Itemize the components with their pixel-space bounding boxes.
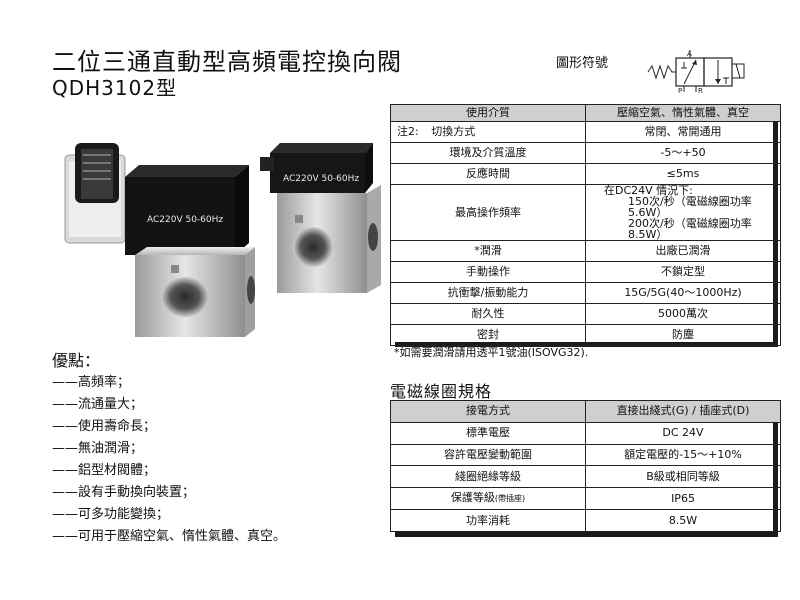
table-key-cell: 功率消耗 — [390, 509, 586, 532]
table-row: 反應時間 ≤5ms — [390, 163, 781, 185]
valve-symbol-diagram: A P R — [647, 50, 745, 94]
left-valve-image: AC220V 50-60Hz — [64, 143, 255, 337]
table-key-cell: 容許電壓變動範圍 — [390, 443, 586, 467]
table-value-cell: 出廠已潤滑 — [585, 240, 781, 262]
freq-line: 200次/秒（電磁線圈功率 8.5W） — [628, 217, 752, 241]
freq-line: 在DC24V 情況下: — [604, 184, 693, 197]
port-r-label: R — [698, 87, 703, 94]
table-key-cell: 保護等級(帶插座) — [390, 487, 586, 511]
table-row: 保護等級(帶插座) IP65 — [390, 487, 781, 511]
table-row: 最高操作頻率 在DC24V 情況下: 150次/秒（電磁線圈功率 5.6W） 2… — [390, 184, 781, 241]
coil-section-title: 電磁線圈規格 — [390, 382, 493, 401]
port-a-label: A — [687, 50, 692, 58]
coil-spec-table: 接電方式 直接出綫式(G) / 插座式(D) 標準電壓 DC 24V 容許電壓變… — [390, 400, 781, 532]
symbol-label: 圖形符號 — [556, 56, 609, 71]
right-valve-image: AC220V 50-60Hz — [260, 143, 381, 293]
table-key-cell: 耐久性 — [390, 303, 586, 325]
table-value-cell: ≤5ms — [585, 163, 781, 185]
model-number: QDH3102型 — [52, 76, 178, 100]
list-item: ——使用壽命長； — [52, 419, 157, 434]
table-row: 耐久性 5000萬次 — [390, 303, 781, 325]
table-key-cell: 抗衝擊/振動能力 — [390, 282, 586, 304]
left-valve-label: AC220V 50-60Hz — [147, 215, 223, 225]
list-item: ——流通量大； — [52, 397, 144, 412]
table-row: 環境及介質溫度 -5～+50 — [390, 142, 781, 164]
table-key-cell: 環境及介質溫度 — [390, 142, 586, 164]
note-marker: 注2: — [397, 125, 419, 138]
table-value-cell: 額定電壓的-15～+10% — [585, 443, 781, 467]
table-key-cell: 手動操作 — [390, 261, 586, 283]
table-header-cell: 壓縮空氣、惰性氣體、真空 — [585, 104, 781, 122]
table-row: 綫圈絕緣等級 B級或相同等級 — [390, 465, 781, 489]
page-title: 二位三通直動型高頻電控換向閥 — [52, 48, 402, 76]
table-row: 抗衝擊/振動能力 15G/5G(40～1000Hz) — [390, 282, 781, 304]
list-item: ——設有手動換向裝置； — [52, 485, 196, 500]
table-value-cell: 不鎖定型 — [585, 261, 781, 283]
list-item: ——可用于壓縮空氣、惰性氣體、真空。 — [52, 529, 287, 544]
table-key-label: 切換方式 — [431, 125, 476, 138]
table-row: 容許電壓變動範圍 額定電壓的-15～+10% — [390, 443, 781, 467]
spec-table: 使用介質 壓縮空氣、惰性氣體、真空 注2: 切換方式 常閉、常開通用 環境及介質… — [390, 104, 781, 346]
table-header-cell: 接電方式 — [390, 400, 586, 423]
table-value-cell: 5000萬次 — [585, 303, 781, 325]
table-key-cell: 密封 — [390, 324, 586, 346]
table-key-cell: *潤滑 — [390, 240, 586, 262]
table-value-cell: B級或相同等級 — [585, 465, 781, 489]
lubrication-footnote: *如需要潤滑請用透平1號油(ISOVG32). — [394, 346, 589, 359]
table-row: 密封 防塵 — [390, 324, 781, 346]
table-value-cell: 在DC24V 情況下: 150次/秒（電磁線圈功率 5.6W） 200次/秒（電… — [585, 184, 781, 241]
table-row: *潤滑 出廠已潤滑 — [390, 240, 781, 262]
table-header-row: 接電方式 直接出綫式(G) / 插座式(D) — [390, 400, 781, 423]
table-value-cell: 8.5W — [585, 509, 781, 532]
table-key-cell: 最高操作頻率 — [390, 184, 586, 241]
list-item: ——鋁型材閥體； — [52, 463, 157, 478]
list-item: ——無油潤滑； — [52, 441, 144, 456]
advantages-list: ——高頻率； ——流通量大； ——使用壽命長； ——無油潤滑； ——鋁型材閥體；… — [52, 372, 286, 548]
table-key-cell: 反應時間 — [390, 163, 586, 185]
advantages-title: 優點： — [52, 351, 101, 370]
table-header-row: 使用介質 壓縮空氣、惰性氣體、真空 — [390, 104, 781, 122]
table-value-cell: 常閉、常開通用 — [585, 121, 781, 143]
table-header-cell: 直接出綫式(G) / 插座式(D) — [585, 400, 781, 423]
list-item: ——高頻率； — [52, 375, 131, 390]
port-p-label: P — [678, 87, 682, 94]
table-value-cell: IP65 — [585, 487, 781, 511]
table-row: 標準電壓 DC 24V — [390, 421, 781, 445]
table-key-sublabel: (帶插座) — [494, 494, 526, 504]
table-key-cell: 綫圈絕緣等級 — [390, 465, 586, 489]
product-photo: AC220V 50-60Hz AC220V 50-60Hz — [64, 143, 381, 337]
table-key-label: 保護等級 — [450, 491, 495, 505]
table-key-cell: 注2: 切換方式 — [390, 121, 586, 143]
list-item: ——可多功能變換； — [52, 507, 170, 522]
table-shadow — [395, 532, 778, 537]
table-value-cell: DC 24V — [585, 421, 781, 445]
freq-line: 150次/秒（電磁線圈功率 5.6W） — [628, 195, 752, 219]
right-valve-label: AC220V 50-60Hz — [283, 174, 359, 184]
table-value-cell: 防塵 — [585, 324, 781, 346]
table-row: 功率消耗 8.5W — [390, 509, 781, 532]
table-key-cell: 標準電壓 — [390, 421, 586, 445]
table-row: 手動操作 不鎖定型 — [390, 261, 781, 283]
table-value-cell: 15G/5G(40～1000Hz) — [585, 282, 781, 304]
table-header-cell: 使用介質 — [390, 104, 586, 122]
table-row: 注2: 切換方式 常閉、常開通用 — [390, 121, 781, 143]
table-value-cell: -5～+50 — [585, 142, 781, 164]
